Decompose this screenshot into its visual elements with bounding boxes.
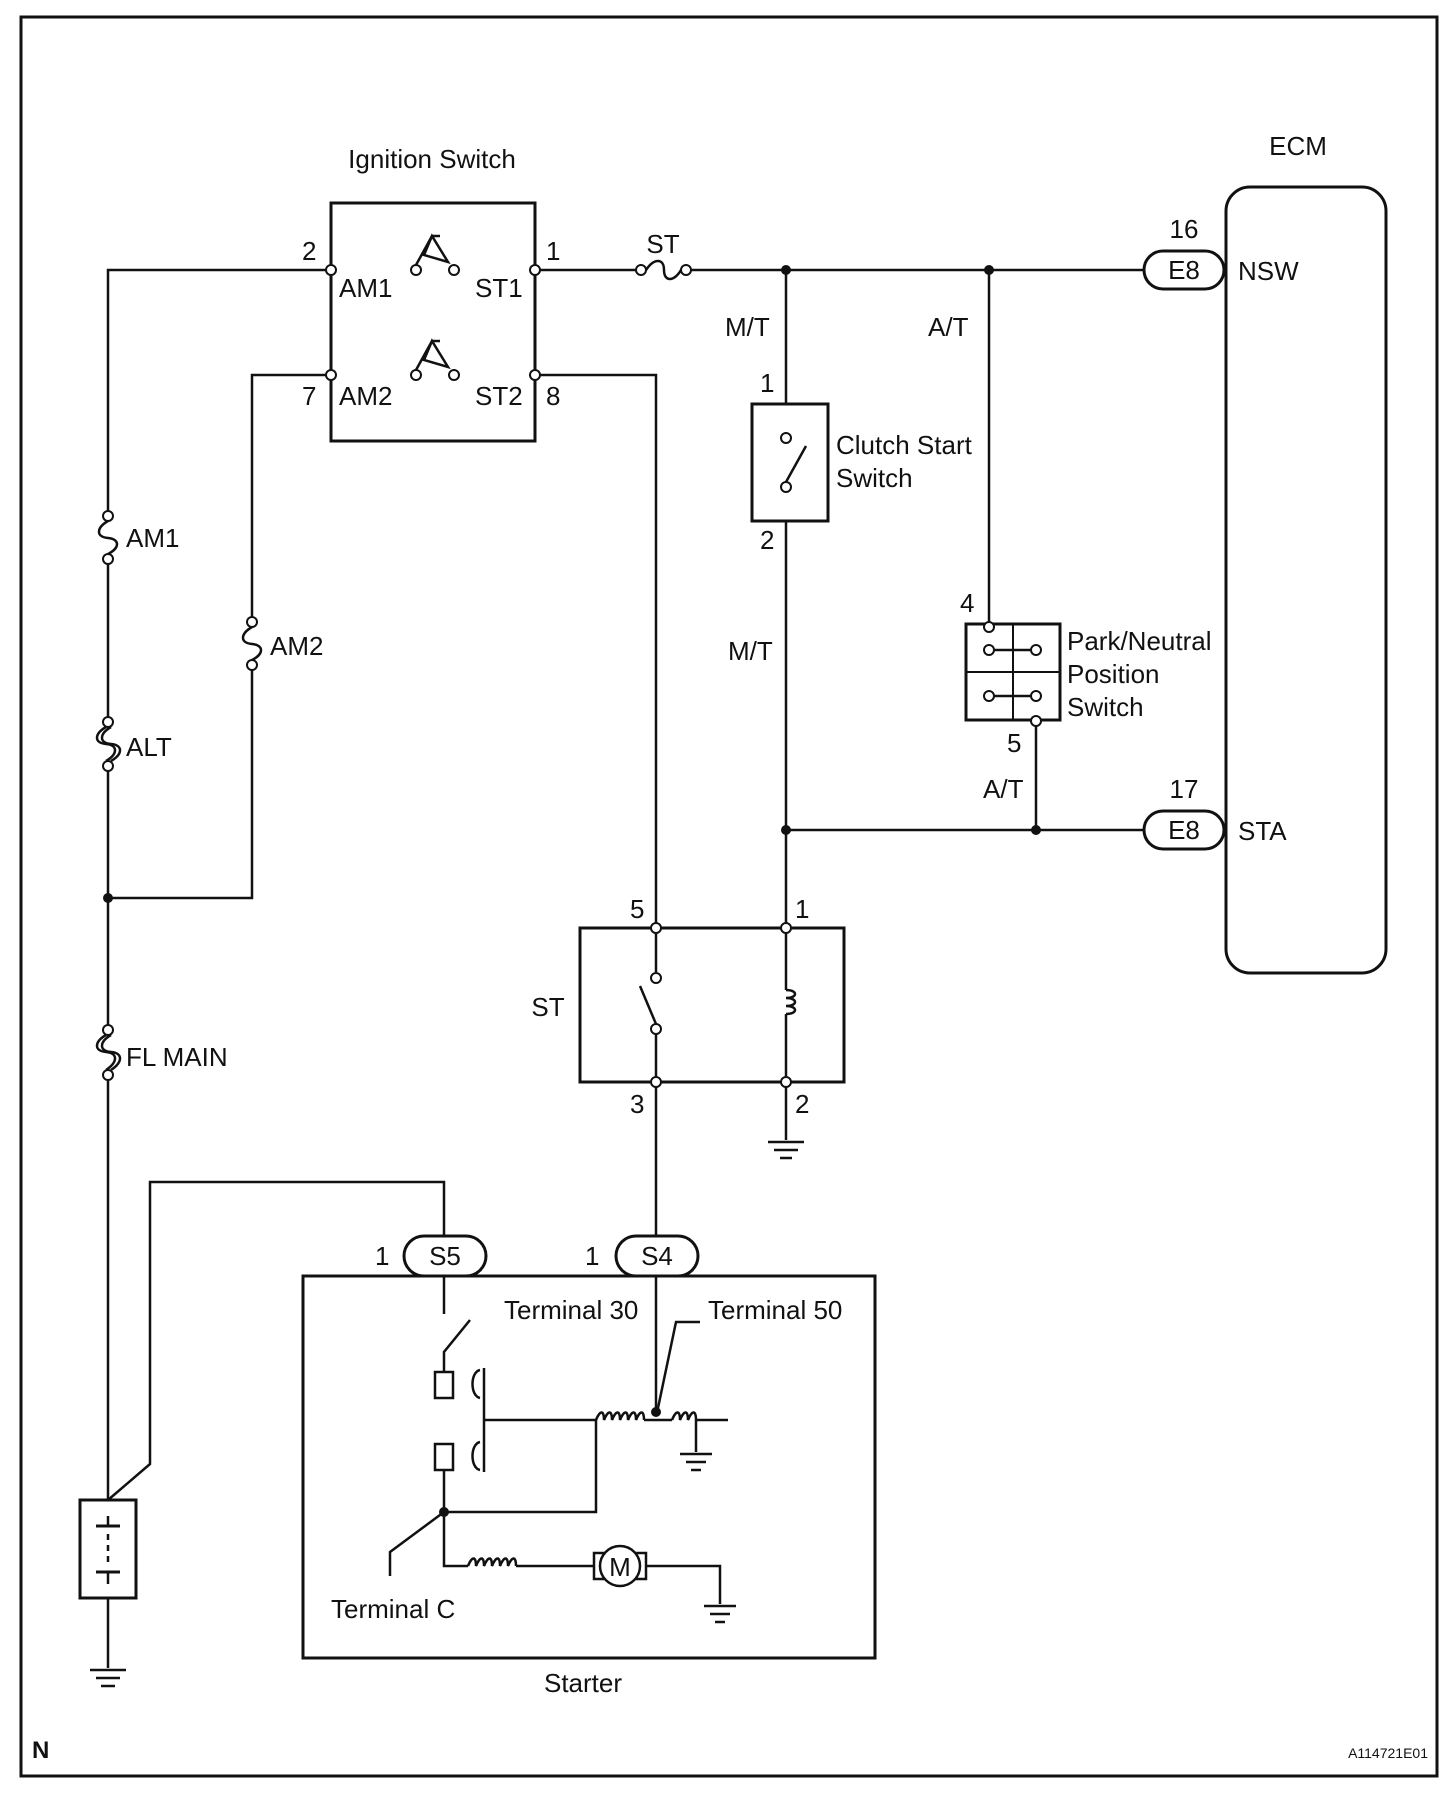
fuse-am2: AM2 (241, 616, 323, 671)
battery-icon (78, 1498, 138, 1600)
relay-ground-icon (768, 1140, 804, 1160)
clutch-label-2: Switch (836, 463, 913, 493)
ignition-switch-title: Ignition Switch (348, 144, 516, 174)
starter-connector-s5: S5 1 (375, 1234, 488, 1278)
s5-pin: 1 (375, 1241, 389, 1271)
ecm-nsw-connector (1142, 249, 1226, 291)
fuse-am1: AM1 (97, 510, 179, 565)
fuse-am1-label: AM1 (126, 523, 179, 553)
fuse-st-label: ST (646, 229, 679, 259)
ecm-nsw-pin: 16 (1170, 214, 1199, 244)
clutch-start-switch: 1 2 Clutch Start Switch (750, 368, 973, 555)
s5-label: S5 (429, 1241, 461, 1271)
park-neutral-position-switch: 4 5 Park/Neutral Position Switch (960, 588, 1212, 758)
st-relay: ST 5 1 3 2 (531, 894, 846, 1119)
ecm-sta-label: STA (1238, 816, 1287, 846)
ecm-sta-pin: 17 (1170, 774, 1199, 804)
ecm-nsw-label: NSW (1238, 256, 1299, 286)
corner-n-label: N (32, 1737, 49, 1764)
terminal-30-contact (433, 1370, 455, 1400)
motor-label: M (609, 1552, 631, 1582)
ecm-title: ECM (1269, 131, 1327, 161)
starter: M Terminal 30 Terminal 50 Terminal C Sta… (301, 1274, 877, 1698)
pnp-pin-5: 5 (1007, 728, 1021, 758)
motor-icon: M (592, 1544, 648, 1588)
fuse-alt-label: ALT (126, 732, 172, 762)
st-relay-pin-3: 3 (630, 1089, 644, 1119)
ig-pin-am1: 2 (302, 236, 316, 266)
clutch-pin-1: 1 (760, 368, 774, 398)
fuse-alt: ALT (95, 716, 172, 772)
terminal-c-label: Terminal C (331, 1594, 455, 1624)
figure-code: A114721E01 (1348, 1745, 1428, 1761)
pnp-label-3: Switch (1067, 692, 1144, 722)
ig-am2-label: AM2 (339, 381, 392, 411)
ignition-switch: Ignition Switch AM1 ST1 AM2 ST2 2 1 7 8 (302, 144, 560, 443)
terminal-30-label: Terminal 30 (504, 1295, 638, 1325)
ig-st2-label: ST2 (475, 381, 523, 411)
terminal-50-label: Terminal 50 (708, 1295, 842, 1325)
ig-pin-st1: 1 (546, 236, 560, 266)
ig-pin-am2: 7 (302, 381, 316, 411)
pnp-pin-4: 4 (960, 588, 974, 618)
fuse-st: ST (635, 229, 692, 281)
ecm-sta-connector (1142, 809, 1226, 851)
junctions (103, 265, 1041, 903)
st-relay-pin-5: 5 (630, 894, 644, 924)
starter-label: Starter (544, 1668, 622, 1698)
ig-pin-st2: 8 (546, 381, 560, 411)
st-relay-pin-1: 1 (795, 894, 809, 924)
pnp-label-1: Park/Neutral (1067, 626, 1212, 656)
starter-connector-s4: S4 1 (585, 1234, 700, 1278)
s4-label: S4 (641, 1241, 673, 1271)
clutch-label-1: Clutch Start (836, 430, 973, 460)
ig-st1-label: ST1 (475, 273, 523, 303)
pnp-label-2: Position (1067, 659, 1160, 689)
fuse-fl-main: FL MAIN (95, 1024, 228, 1081)
st-relay-label: ST (531, 992, 564, 1022)
wire-at-upper: A/T (928, 312, 969, 342)
ecm-nsw-conn-label: E8 (1168, 255, 1200, 285)
wire-mt-lower: M/T (728, 636, 773, 666)
diagram-frame (19, 15, 1439, 1778)
battery-ground-icon (90, 1668, 126, 1688)
wire-mt-upper: M/T (725, 312, 770, 342)
ecm: ECM E8 16 NSW E8 17 STA (1142, 131, 1388, 975)
clutch-pin-2: 2 (760, 525, 774, 555)
wire-at-lower: A/T (983, 774, 1024, 804)
s4-pin: 1 (585, 1241, 599, 1271)
st-relay-pin-2: 2 (795, 1089, 809, 1119)
fuse-fl-main-label: FL MAIN (126, 1042, 228, 1072)
ecm-sta-conn-label: E8 (1168, 815, 1200, 845)
ig-am1-label: AM1 (339, 273, 392, 303)
fuse-am2-label: AM2 (270, 631, 323, 661)
